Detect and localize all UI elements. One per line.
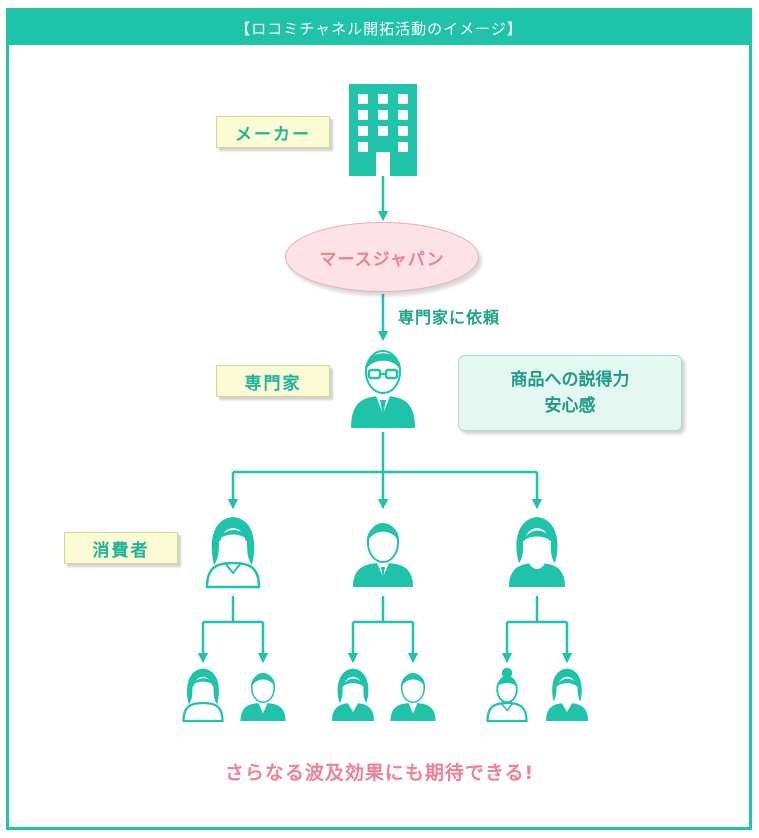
woman-icon (182, 668, 224, 723)
woman-icon (509, 517, 565, 587)
label-maker: メーカー (216, 116, 330, 148)
diagram-title: 【ロコミチャネル開拓活動のイメージ】 (9, 11, 749, 45)
connectors (197, 176, 573, 664)
woman-icon (205, 517, 261, 589)
expert-glasses-icon (351, 350, 415, 428)
note-line-2: 安心感 (544, 396, 596, 416)
footer-message: さらなる波及効果にも期待できる! (224, 762, 535, 784)
persuasion-note: 商品への説得力 安心感 (458, 355, 682, 431)
woman-icon (332, 668, 374, 721)
mars-japan-node: マースジャパン (285, 222, 479, 292)
note-line-1: 商品への説得力 (510, 370, 630, 390)
man-icon (390, 673, 436, 721)
man-icon (353, 523, 413, 587)
label-consumer: 消費者 (64, 532, 178, 564)
arrow-label-request-expert: 専門家に依頼 (398, 308, 501, 327)
building-icon (349, 84, 417, 176)
man-icon (240, 673, 286, 721)
woman-icon (546, 668, 588, 721)
label-expert: 専門家 (216, 365, 330, 397)
woman-icon (486, 667, 528, 723)
